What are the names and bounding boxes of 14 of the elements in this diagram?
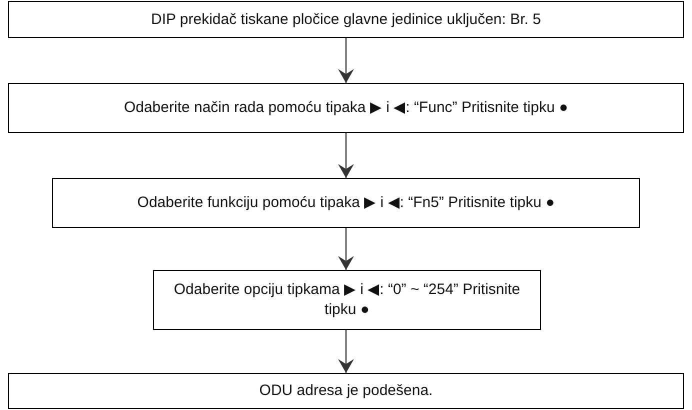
process-box (8, 373, 684, 409)
arrow (338, 228, 354, 270)
process-box (52, 178, 640, 228)
arrow (338, 330, 354, 373)
step-text: Odaberite funkciju pomoću tipaka ▶ i ◀: “Fn5” Pritisnite tipku ● (137, 193, 555, 213)
process-box (8, 1, 684, 38)
process-box (153, 270, 541, 330)
step-text: DIP prekidač tiskane pločice glavne jedinice uključen: Br. 5 (151, 10, 541, 30)
arrow (338, 38, 354, 83)
step-text: Odaberite način rada pomoću tipaka ▶ i ◀: “Func” Pritisnite tipku ● (124, 98, 568, 118)
step-text: Odaberite opciju tipkama ▶ i ◀: “0” ~ “254” Pritisnite tipku ● (172, 280, 522, 320)
step-text: ODU adresa je podešena. (259, 381, 433, 401)
arrow (338, 133, 354, 178)
process-box (8, 83, 684, 133)
